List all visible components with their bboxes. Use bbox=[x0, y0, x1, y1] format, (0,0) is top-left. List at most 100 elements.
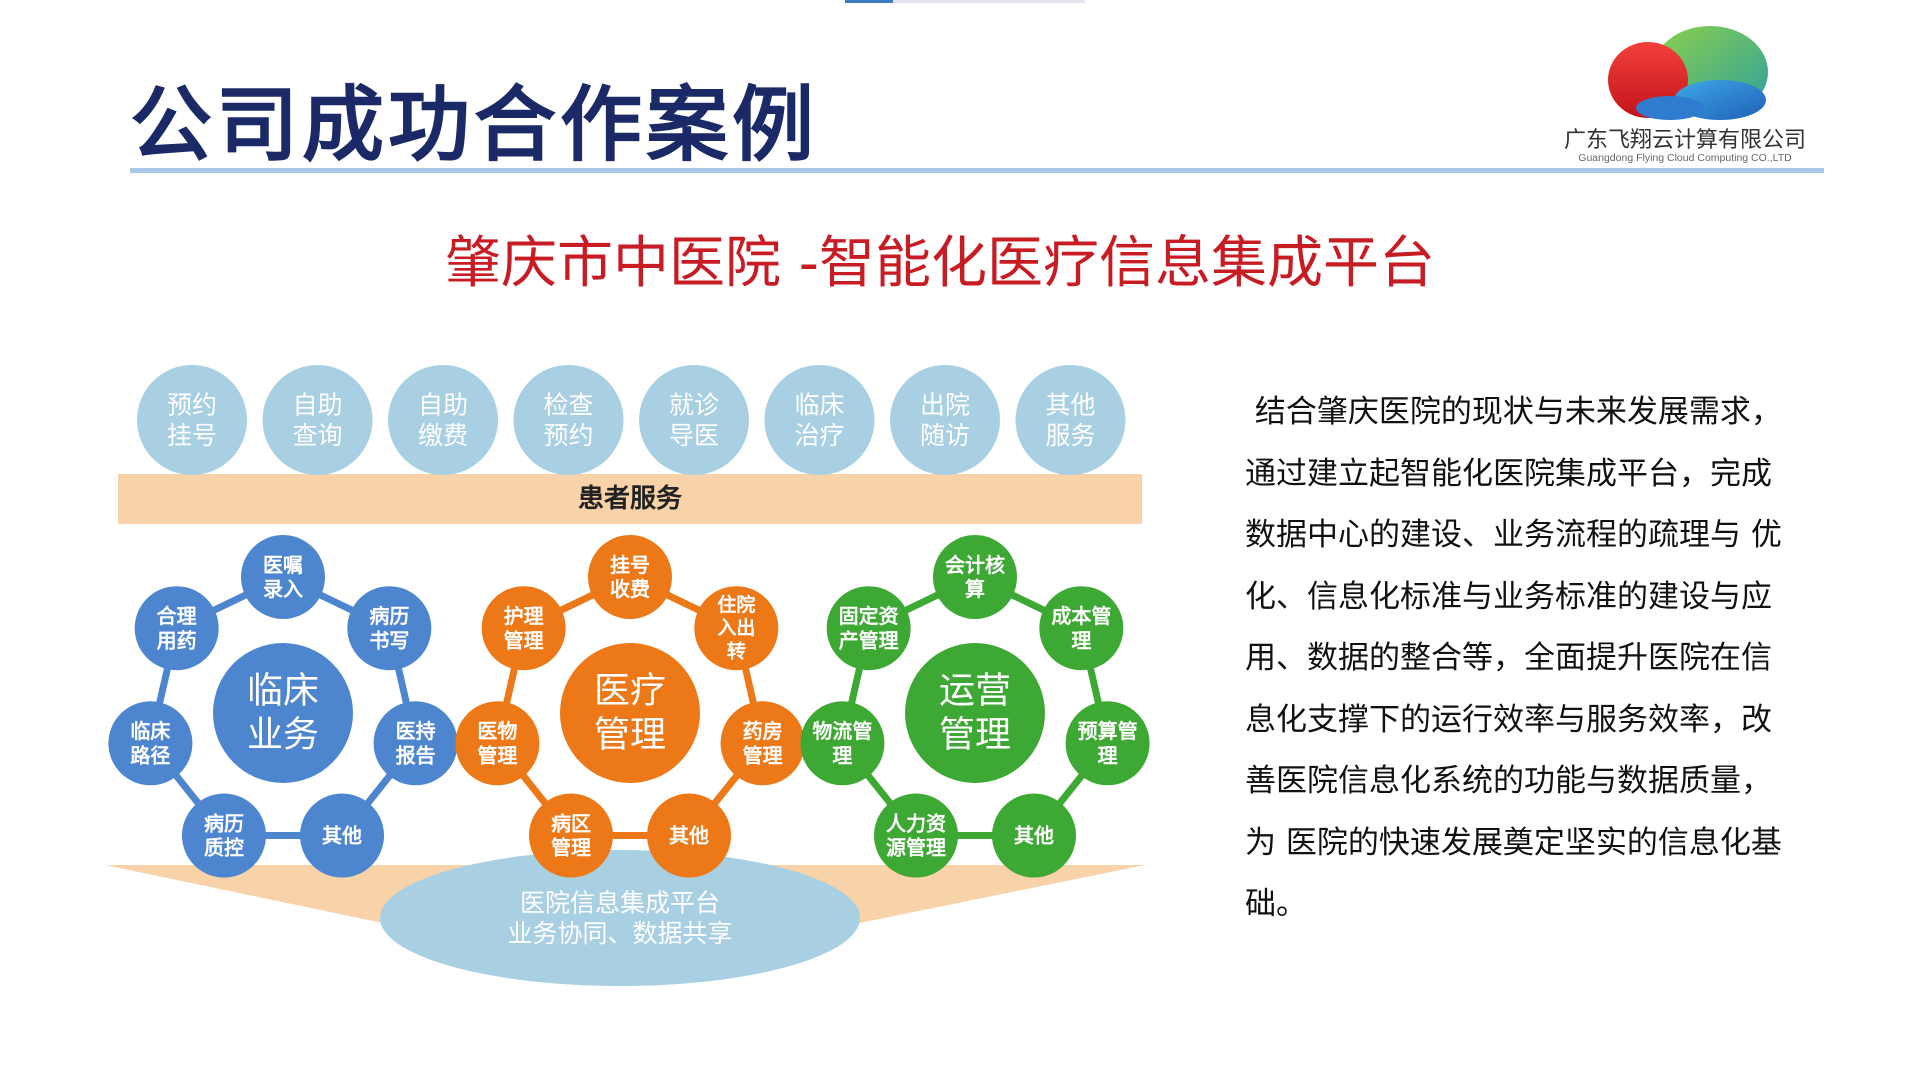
operations-center-label: 管理 bbox=[939, 714, 1011, 755]
description-line: 础。 bbox=[1245, 886, 1307, 922]
clinical-node-label: 合理 bbox=[157, 604, 197, 628]
operations-node-circle bbox=[992, 793, 1077, 878]
medical-node-circle bbox=[588, 535, 672, 619]
service-circle bbox=[890, 365, 1000, 475]
medical-node-label: 转 bbox=[727, 639, 746, 662]
medical-node-label: 管理 bbox=[743, 743, 783, 767]
title-underline bbox=[130, 168, 1824, 173]
operations-node-circle bbox=[826, 586, 911, 671]
clinical-node-label: 医持 bbox=[396, 719, 436, 743]
service-circle bbox=[137, 365, 247, 475]
operations-node-label: 理 bbox=[1098, 743, 1118, 767]
operations-node-label: 物流管 bbox=[812, 719, 872, 743]
clinical-center-circle bbox=[213, 643, 353, 783]
medical-node-circle bbox=[455, 701, 540, 786]
operations-node-label: 会计核 bbox=[945, 553, 1005, 577]
clinical-node-circle bbox=[241, 535, 325, 619]
clinical-node-label: 书写 bbox=[369, 628, 409, 652]
medical-node-label: 管理 bbox=[551, 836, 591, 860]
clinical-node-circle bbox=[300, 793, 385, 878]
operations-center-circle bbox=[905, 643, 1045, 783]
service-label: 临床 bbox=[794, 390, 844, 419]
service-circle bbox=[764, 365, 875, 475]
service-label: 导医 bbox=[669, 421, 719, 450]
service-label: 就诊 bbox=[669, 390, 719, 419]
description-line: 为 医院的快速发展奠定坚实的信息化基 bbox=[1245, 824, 1782, 861]
operations-node-label: 固定资 bbox=[839, 604, 899, 628]
service-label: 查询 bbox=[292, 421, 342, 450]
clinical-node-label: 路径 bbox=[130, 743, 170, 767]
platform-ellipse bbox=[380, 850, 860, 986]
medical-node-label: 医物 bbox=[477, 719, 517, 743]
operations-node-label: 理 bbox=[1071, 628, 1091, 652]
operations-node-label: 源管理 bbox=[886, 836, 946, 860]
cloud-logo-icon bbox=[1608, 26, 1768, 120]
description-line: 结合肇庆医院的现状与未来发展需求， bbox=[1245, 394, 1782, 430]
medical-node-circle bbox=[481, 586, 566, 671]
operations-node-label: 预算管 bbox=[1078, 719, 1138, 743]
service-circle bbox=[513, 365, 624, 475]
clinical-center-label: 业务 bbox=[247, 714, 319, 755]
medical-node-label: 管理 bbox=[504, 628, 544, 652]
medical-node-label: 其他 bbox=[669, 824, 709, 848]
service-label: 缴费 bbox=[418, 421, 468, 450]
clinical-node-circle bbox=[108, 701, 193, 786]
operations-node-label: 理 bbox=[832, 743, 852, 767]
medical-node-circle bbox=[528, 793, 613, 878]
service-circle bbox=[639, 365, 749, 475]
platform-label: 业务协同、数据共享 bbox=[507, 919, 732, 948]
service-label: 随访 bbox=[920, 421, 970, 450]
description-text: 结合肇庆医院的现状与未来发展需求，通过建立起智能化医院集成平台，完成数据中心的建… bbox=[1245, 382, 1870, 936]
platform-label: 医院信息集成平台 bbox=[520, 888, 720, 917]
page-title: 公司成功合作案例 bbox=[130, 78, 819, 173]
medical-node-circle bbox=[647, 793, 732, 878]
medical-center-label: 管理 bbox=[594, 714, 666, 755]
medical-center-label: 医疗 bbox=[594, 671, 666, 712]
medical-node-circle bbox=[720, 701, 805, 786]
description-line: 用、数据的整合等，全面提升医院在信 bbox=[1245, 640, 1772, 676]
description-line: 息化支撑下的运行效率与服务效率，改 bbox=[1245, 701, 1772, 738]
operations-node-label: 成本管 bbox=[1051, 604, 1111, 628]
service-label: 治疗 bbox=[794, 421, 844, 450]
service-label: 挂号 bbox=[167, 421, 217, 450]
medical-node-label: 住院 bbox=[717, 593, 755, 616]
operations-node-circle bbox=[1065, 701, 1150, 786]
clinical-node-circle bbox=[347, 586, 432, 671]
operations-node-circle bbox=[800, 701, 885, 786]
clinical-node-label: 病历 bbox=[204, 811, 244, 835]
platform-diagram-svg: 医院信息集成平台业务协同、数据共享患者服务预约挂号自助查询自助缴费检查预约就诊导… bbox=[105, 365, 1150, 986]
operations-node-circle bbox=[1039, 586, 1124, 671]
medical-node-label: 入出 bbox=[717, 616, 755, 639]
service-label: 自助 bbox=[292, 390, 342, 419]
clinical-node-label: 临床 bbox=[130, 719, 171, 743]
patient-service-band bbox=[118, 474, 1142, 524]
medical-center-circle bbox=[560, 643, 700, 783]
clinical-node-circle bbox=[181, 793, 266, 878]
platform-diagram: 医院信息集成平台业务协同、数据共享患者服务预约挂号自助查询自助缴费检查预约就诊导… bbox=[100, 350, 1160, 1000]
description-line: 善医院信息化系统的功能与数据质量， bbox=[1245, 763, 1772, 799]
top-accent-bar bbox=[845, 0, 1085, 3]
operations-node-label: 算 bbox=[965, 577, 985, 601]
clinical-node-label: 医嘱 bbox=[263, 553, 303, 577]
medical-node-circle bbox=[694, 586, 779, 671]
clinical-node-circle bbox=[134, 586, 219, 671]
operations-node-circle bbox=[933, 535, 1017, 619]
description-line: 化、信息化标准与业务标准的建设与应 bbox=[1245, 578, 1772, 615]
medical-node-label: 药房 bbox=[743, 719, 783, 743]
clinical-node-label: 其他 bbox=[322, 824, 362, 848]
medical-node-label: 管理 bbox=[477, 743, 517, 767]
company-name: 广东飞翔云计算有限公司 bbox=[1563, 128, 1806, 153]
company-logo: 广东飞翔云计算有限公司 Guangdong Flying Cloud Compu… bbox=[1540, 22, 1830, 167]
service-circle bbox=[1015, 365, 1126, 475]
operations-node-label: 其他 bbox=[1014, 824, 1054, 848]
clinical-node-label: 录入 bbox=[263, 577, 303, 601]
clinical-node-label: 病历 bbox=[369, 604, 409, 628]
service-circle bbox=[388, 365, 498, 475]
medical-node-label: 挂号 bbox=[610, 553, 650, 577]
clinical-center-label: 临床 bbox=[247, 671, 319, 712]
clinical-node-label: 质控 bbox=[204, 836, 244, 860]
service-label: 自助 bbox=[418, 390, 468, 419]
service-label: 服务 bbox=[1045, 421, 1095, 450]
service-label: 出院 bbox=[920, 390, 970, 419]
service-label: 预约 bbox=[543, 421, 593, 450]
